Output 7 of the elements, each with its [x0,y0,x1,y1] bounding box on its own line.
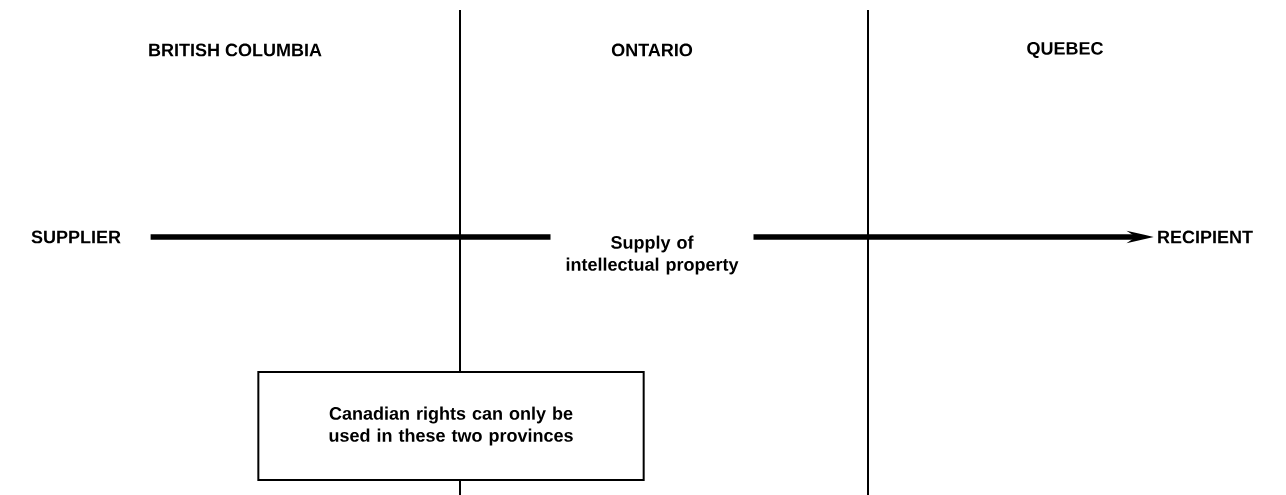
column-heading: QUEBEC [1027,41,1103,59]
column-heading: BRITISH COLUMBIA [149,43,322,57]
edge-label: Supply of intellectual property [550,231,754,279]
endpoint-label: RECIPIENT [1158,230,1253,244]
note-box: Canadian rights can only be used in these two provinces [257,371,645,481]
endpoint-label: SUPPLIER [31,230,121,244]
column-heading: ONTARIO [611,43,693,57]
